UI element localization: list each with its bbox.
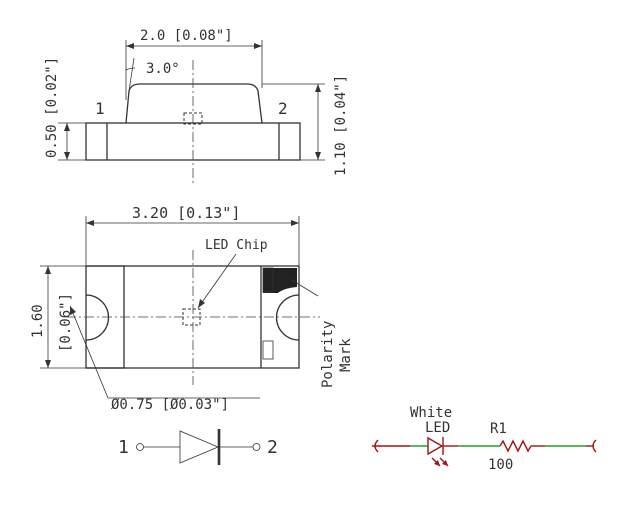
symbol-pin-1: 1	[118, 437, 129, 458]
dim-height-in: [0.06"]	[58, 293, 74, 352]
side-view: 2.0 [0.08"] 3.0° 1 2 0.50 [0.02"] 1.10 […	[44, 28, 349, 185]
notch-right	[275, 294, 300, 341]
polarity-pad	[262, 340, 274, 360]
dim-angle-text: 3.0°	[146, 61, 180, 77]
led-label-1: White	[410, 405, 452, 421]
symbol-terminal-left	[136, 443, 144, 451]
side-lens	[125, 83, 263, 124]
dim-length-text: 3.20 [0.13"]	[132, 204, 240, 222]
resistor-ref: R1	[490, 421, 507, 437]
polarity-pad-top	[262, 267, 274, 293]
angle-line	[128, 57, 135, 92]
arrow	[70, 306, 76, 315]
polarity-label-2: Mark	[338, 338, 354, 372]
arrow	[45, 360, 51, 368]
polarity-label-1: Polarity	[320, 321, 336, 388]
arrow	[45, 266, 51, 274]
schematic: White LED R1 100	[372, 405, 597, 473]
angle-arc	[125, 67, 136, 71]
arrow	[64, 123, 70, 131]
top-view: 3.20 [0.13"] 1.60 [0.06"] LED Chip Polar…	[30, 204, 354, 413]
diode-triangle	[179, 430, 220, 464]
arrow	[254, 43, 262, 49]
dim-height-mm: 1.60	[30, 304, 46, 338]
notch-left	[85, 294, 110, 341]
side-pin-2: 2	[278, 99, 288, 118]
resistor-value: 100	[488, 457, 513, 473]
arrow	[291, 220, 299, 226]
led-chip-leader	[197, 253, 237, 309]
schematic-terminal-right	[592, 439, 597, 453]
arrow	[315, 152, 321, 160]
arrow	[86, 220, 94, 226]
led-chip-label: LED Chip	[205, 238, 268, 253]
schematic-led-triangle	[427, 436, 444, 456]
dim-hole-text: Ø0.75 [Ø0.03"]	[111, 397, 229, 413]
arrow	[315, 84, 321, 92]
dim-total-height-text: 1.10 [0.04"]	[333, 75, 349, 176]
dim-base-height-text: 0.50 [0.02"]	[44, 57, 60, 158]
symbol-pin-2: 2	[267, 437, 278, 458]
arrow	[198, 299, 205, 308]
polarity-mark-fill	[263, 268, 297, 293]
symbol-terminal-right	[252, 443, 261, 451]
dim-width-text: 2.0 [0.08"]	[140, 28, 233, 44]
arrow	[434, 460, 440, 466]
arrow	[126, 43, 134, 49]
hole-leader	[69, 305, 109, 399]
side-pin-1: 1	[95, 99, 105, 118]
diode-symbol: 1 2	[118, 429, 278, 465]
arrow	[64, 152, 70, 160]
led-label-2: LED	[425, 420, 450, 436]
arrow	[442, 460, 448, 466]
polarity-leader	[289, 278, 319, 297]
resistor-zigzag	[499, 439, 532, 453]
